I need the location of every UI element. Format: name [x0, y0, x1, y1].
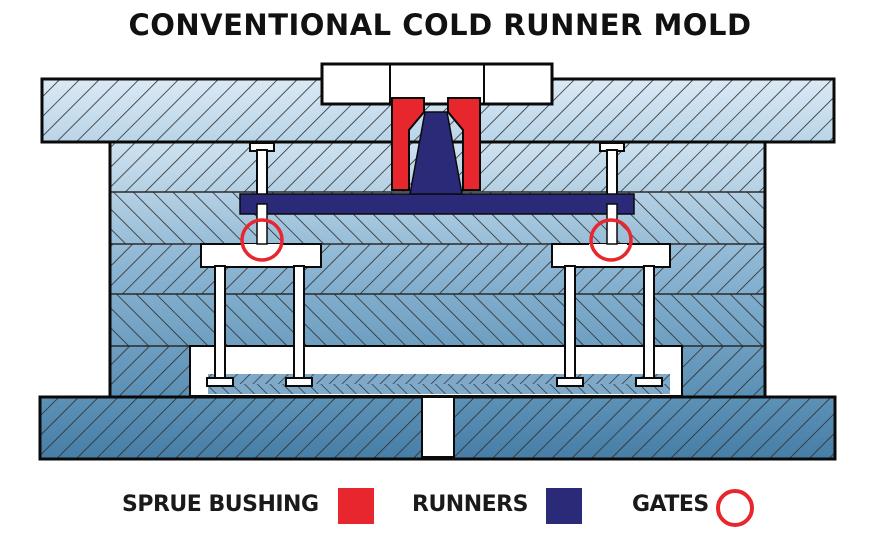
cavity-insert-left	[200, 243, 322, 268]
ejector-pin-shape	[206, 265, 663, 387]
sprue-bushing-shape	[391, 97, 481, 191]
cavity-insert-right	[551, 243, 671, 268]
legend-label-sprue-bushing: SPRUE BUSHING	[122, 492, 319, 517]
ejector-housing	[189, 345, 683, 397]
bottom-clamp-plate	[38, 395, 837, 461]
runner-channel-shape	[239, 111, 635, 215]
legend-gate-circle-icon	[716, 489, 754, 527]
gate-ring-icon	[240, 218, 633, 262]
legend-label-gates: GATES	[632, 492, 709, 517]
legend-label-runners: RUNNERS	[412, 492, 528, 517]
legend-swatch-runners	[546, 488, 582, 524]
gate-drops	[256, 203, 618, 245]
diagram-title: CONVENTIONAL COLD RUNNER MOLD	[128, 8, 752, 42]
locating-ring	[320, 62, 554, 106]
legend-swatch-sprue-bushing	[338, 488, 374, 524]
